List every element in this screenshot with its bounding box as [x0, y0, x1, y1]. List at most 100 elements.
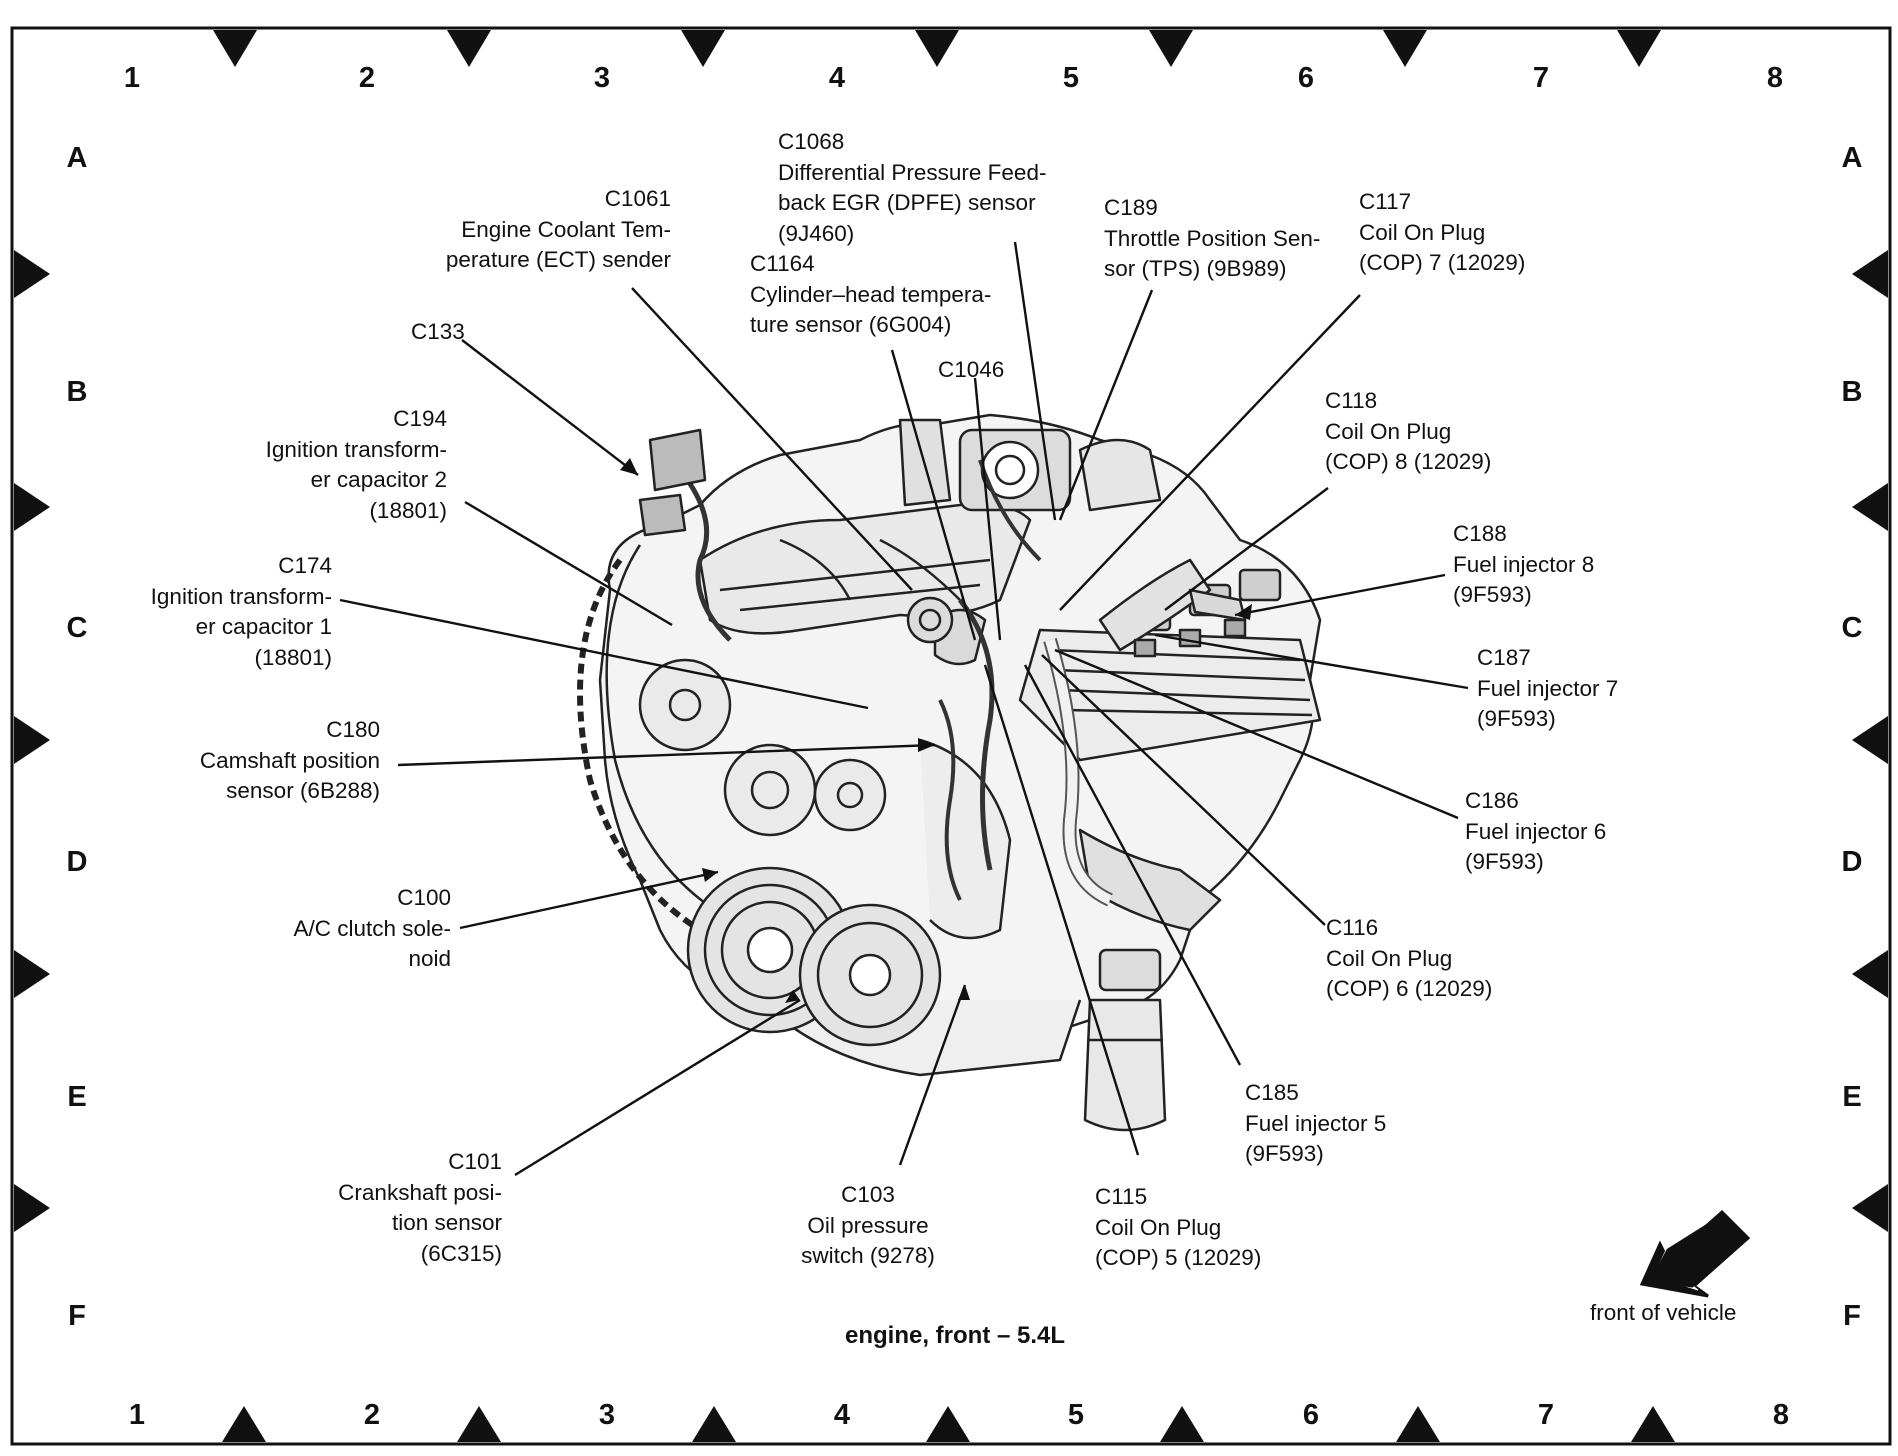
connector-desc-line: Differential Pressure Feed- [778, 159, 1047, 185]
front-of-vehicle-label: front of vehicle [1590, 1300, 1737, 1325]
engine-illustration [577, 413, 1322, 1132]
connector-desc-line: A/C clutch sole- [293, 915, 451, 941]
leader-c101 [514, 998, 801, 1177]
leader-c118 [1164, 487, 1329, 611]
connector-desc-line: Oil pressure [807, 1212, 929, 1238]
connector-desc-line: Engine Coolant Tem- [461, 216, 671, 242]
connector-code: C116 [1326, 915, 1379, 940]
grid-ticks-top [213, 30, 1661, 67]
callout-c103: C103 Oil pressure switch (9278) [768, 1180, 968, 1272]
callout-c185: C185 Fuel injector 5 (9F593) [1245, 1078, 1386, 1170]
grid-col-top-3: 3 [593, 62, 611, 94]
callout-c116: C116 Coil On Plug (COP) 6 (12029) [1326, 913, 1492, 1005]
front-of-vehicle-arrow [1639, 1209, 1751, 1298]
connector-code: C1164 [750, 251, 815, 276]
connector-desc-line: (9F593) [1477, 706, 1556, 731]
grid-row-left-C: C [66, 612, 88, 644]
connector-code: C180 [326, 717, 380, 742]
grid-col-bottom-4: 4 [833, 1399, 851, 1431]
connector-desc-line: Coil On Plug [1325, 418, 1452, 444]
grid-row-left-F: F [68, 1300, 86, 1332]
leader-c1046 [973, 377, 1002, 641]
grid-row-right-C: C [1841, 612, 1863, 644]
leader-c103 [898, 984, 967, 1166]
grid-row-right-F: F [1843, 1300, 1861, 1332]
leader-lines [339, 241, 1469, 1177]
connector-desc-line: sor (TPS) (9B989) [1104, 256, 1287, 281]
connector-desc-line: (6C315) [420, 1240, 502, 1266]
grid-col-bottom-8: 8 [1772, 1399, 1790, 1431]
callout-c118: C118 Coil On Plug (COP) 8 (12029) [1325, 386, 1491, 478]
connector-desc-line: Cylinder–head tempera- [750, 281, 992, 307]
connector-code: C117 [1359, 189, 1412, 214]
grid-col-top-4: 4 [828, 62, 846, 94]
grid-col-top-1: 1 [123, 62, 141, 94]
connector-code: C185 [1245, 1080, 1299, 1105]
connector-desc-line: (18801) [369, 497, 447, 523]
connector-code: C188 [1453, 521, 1507, 546]
connector-code: C174 [278, 553, 332, 578]
callout-c117: C117 Coil On Plug (COP) 7 (12029) [1359, 187, 1525, 279]
connector-desc-line: noid [408, 946, 451, 971]
connector-desc-line: (9F593) [1465, 849, 1544, 874]
callout-c188: C188 Fuel injector 8 (9F593) [1453, 519, 1594, 611]
connector-code: C118 [1325, 388, 1378, 413]
diagram-frame [10, 26, 1892, 1446]
leader-c174 [339, 598, 869, 710]
leader-c186 [1054, 648, 1459, 820]
grid-ticks-left [14, 250, 50, 1232]
grid-col-top-8: 8 [1766, 62, 1784, 94]
connector-desc-line: (COP) 8 (12029) [1325, 449, 1492, 474]
leader-c115 [983, 664, 1140, 1156]
grid-row-right-B: B [1841, 376, 1863, 408]
callout-c189: C189 Throttle Position Sen- sor (TPS) (9… [1104, 193, 1320, 285]
connector-desc-line: (18801) [254, 644, 332, 670]
connector-code: C100 [397, 885, 451, 910]
callout-c187: C187 Fuel injector 7 (9F593) [1477, 643, 1618, 735]
connector-desc-line: Fuel injector 8 [1453, 551, 1595, 577]
leader-arrowheads [620, 458, 1252, 1003]
callout-c1046: C1046 [938, 355, 1004, 386]
grid-col-bottom-3: 3 [598, 1399, 616, 1431]
grid-col-bottom-1: 1 [128, 1399, 146, 1431]
connector-desc-line: (9F593) [1453, 582, 1532, 607]
connector-code: C186 [1465, 788, 1519, 813]
grid-row-right-A: A [1841, 142, 1863, 174]
grid-row-right-D: D [1841, 846, 1863, 878]
connector-desc-line: Coil On Plug [1326, 945, 1453, 971]
leader-c189 [1058, 289, 1154, 521]
connector-desc-line: back EGR (DPFE) sensor [778, 190, 1036, 215]
grid-col-top-6: 6 [1297, 62, 1315, 94]
leader-c194 [464, 500, 673, 627]
leader-c100 [459, 870, 719, 930]
grid-col-top-5: 5 [1062, 62, 1080, 94]
leader-c188 [1234, 573, 1446, 617]
connector-desc-line: (COP) 7 (12029) [1359, 250, 1526, 275]
connector-desc-line: (9F593) [1245, 1141, 1324, 1166]
grid-row-left-B: B [66, 376, 88, 408]
grid-row-left-A: A [66, 142, 88, 174]
callout-c101: C101 Crankshaft posi- tion sensor (6C315… [338, 1147, 502, 1269]
connector-desc-line: switch (9278) [801, 1243, 935, 1268]
leader-c117 [1059, 294, 1361, 611]
connector-desc-line: sensor (6B288) [226, 778, 380, 803]
connector-desc-line: Throttle Position Sen- [1104, 225, 1321, 251]
connector-code: C194 [393, 406, 447, 431]
connector-desc-line: Coil On Plug [1095, 1214, 1222, 1240]
connector-desc-line: (COP) 6 (12029) [1326, 976, 1493, 1001]
callout-c1061: C1061 Engine Coolant Tem- perature (ECT)… [446, 184, 671, 276]
callout-c186: C186 Fuel injector 6 (9F593) [1465, 786, 1606, 878]
callout-c180: C180 Camshaft position sensor (6B288) [200, 715, 380, 807]
grid-col-top-2: 2 [358, 62, 376, 94]
grid-ticks-bottom [222, 1406, 1675, 1442]
leader-c1068 [1013, 241, 1057, 521]
callout-c174: C174 Ignition transform- er capacitor 1 … [151, 551, 332, 673]
leader-c180 [397, 743, 936, 767]
grid-col-bottom-5: 5 [1067, 1399, 1085, 1431]
diagram-caption: engine, front – 5.4L [845, 1322, 1066, 1349]
connector-desc-line: Coil On Plug [1359, 219, 1486, 245]
connector-desc-line: Crankshaft posi- [338, 1179, 502, 1205]
leader-c116 [1041, 654, 1326, 926]
connector-desc-line: er capacitor 1 [195, 614, 332, 639]
